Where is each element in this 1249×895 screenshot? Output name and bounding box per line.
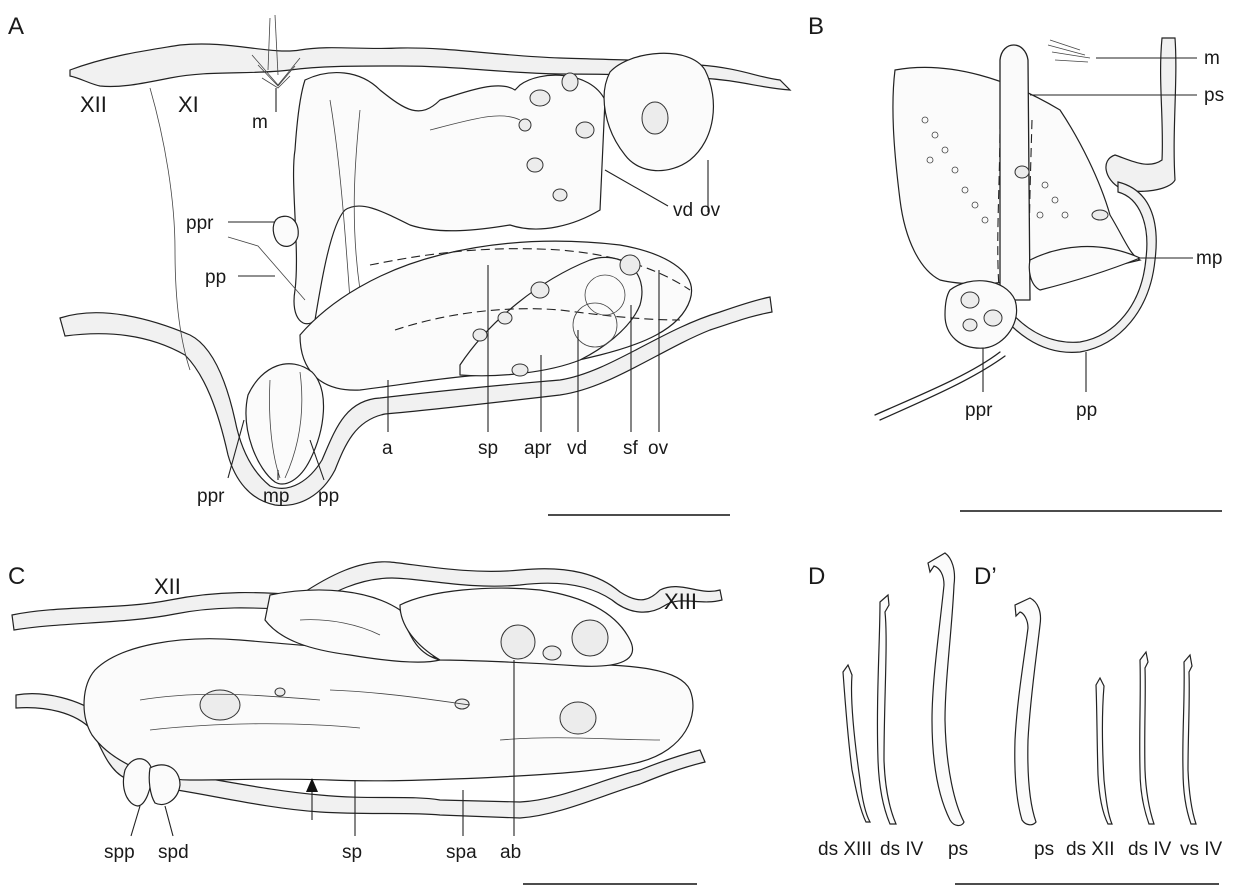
panel-d-letter: D bbox=[808, 563, 825, 590]
panel-c: C XII XIII bbox=[8, 562, 722, 884]
spermathecal-pore-spp bbox=[123, 759, 152, 806]
chaeta-ps-d bbox=[928, 553, 964, 826]
label-a-vd-bottom: vd bbox=[567, 438, 587, 459]
chaeta-vs-iv bbox=[1183, 655, 1196, 824]
label-c-spd: spd bbox=[158, 842, 189, 863]
label-c-sp: sp bbox=[342, 842, 362, 863]
label-a-ppr-left: ppr bbox=[186, 213, 214, 234]
chaeta-ds-xiii bbox=[843, 665, 870, 822]
label-b-ps: ps bbox=[1204, 85, 1224, 106]
panel-b: B bbox=[808, 13, 1224, 511]
spermathecal-diverticulum-spd bbox=[149, 765, 180, 805]
chaeta-ds-iv-dprime bbox=[1140, 652, 1154, 824]
segment-xi-label: XI bbox=[178, 92, 199, 117]
label-c-spa: spa bbox=[446, 842, 477, 863]
label-d-ds-xiii: ds XIII bbox=[818, 839, 872, 860]
label-dp-ds-xii: ds XII bbox=[1066, 839, 1115, 860]
label-c-ab: ab bbox=[500, 842, 521, 863]
label-a-a: a bbox=[382, 438, 393, 459]
label-d-ps: ps bbox=[948, 839, 968, 860]
label-b-m: m bbox=[1204, 48, 1220, 69]
label-a-ppr-bottom: ppr bbox=[197, 486, 225, 507]
chaeta-ds-xii bbox=[1096, 678, 1112, 824]
label-a-sp: sp bbox=[478, 438, 498, 459]
penial-pore-left bbox=[273, 216, 298, 246]
label-c-spp: spp bbox=[104, 842, 135, 863]
segment-xiii-label-c: XIII bbox=[664, 589, 697, 614]
vesicle-c-2 bbox=[560, 702, 596, 734]
label-a-pp-bottom: pp bbox=[318, 486, 339, 507]
label-a-sf: sf bbox=[623, 438, 639, 459]
label-a-mp: mp bbox=[263, 486, 289, 507]
panel-d: D ds XIII ds IV ps bbox=[808, 553, 968, 860]
label-b-pp: pp bbox=[1076, 400, 1097, 421]
male-pore-papilla bbox=[246, 364, 323, 484]
panel-a-letter: A bbox=[8, 13, 24, 40]
panel-d-prime-letter: D’ bbox=[974, 563, 997, 590]
atrial-body-ab bbox=[501, 625, 535, 659]
label-d-ds-iv: ds IV bbox=[880, 839, 924, 860]
label-b-ppr: ppr bbox=[965, 400, 993, 421]
label-a-ov-bottom: ov bbox=[648, 438, 669, 459]
label-a-vd-top: vd bbox=[673, 200, 693, 221]
label-dp-ds-iv: ds IV bbox=[1128, 839, 1172, 860]
label-b-mp: mp bbox=[1196, 248, 1222, 269]
segment-xii-label: XII bbox=[80, 92, 107, 117]
body-wall-right bbox=[1106, 38, 1176, 191]
chaeta-ps-dprime bbox=[1015, 598, 1041, 825]
label-dp-ps: ps bbox=[1034, 839, 1054, 860]
panel-d-prime: D’ ps ds XII ds IV vs IV bbox=[955, 563, 1223, 884]
label-dp-vs-iv: vs IV bbox=[1180, 839, 1223, 860]
chaeta-ds-iv bbox=[877, 595, 896, 824]
label-a-m: m bbox=[252, 112, 268, 133]
male-pore-wedge bbox=[1029, 246, 1140, 290]
segment-xii-label-c: XII bbox=[154, 574, 181, 599]
label-a-pp-left: pp bbox=[205, 267, 226, 288]
panel-a: A XII XI bbox=[8, 13, 790, 515]
panel-b-letter: B bbox=[808, 13, 824, 40]
ovary-cell bbox=[642, 102, 668, 134]
muscle-bundle-b bbox=[1048, 40, 1090, 62]
label-a-apr: apr bbox=[524, 438, 552, 459]
prostatic-pore-bulb bbox=[945, 281, 1017, 348]
panel-c-letter: C bbox=[8, 563, 25, 590]
label-a-ov-top: ov bbox=[700, 200, 721, 221]
